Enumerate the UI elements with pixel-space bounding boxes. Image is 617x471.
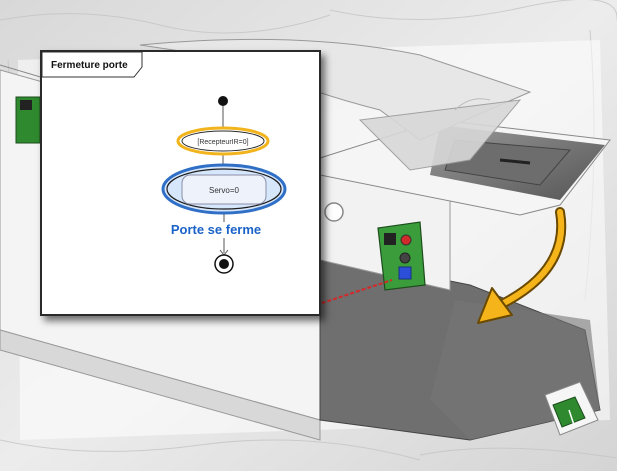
- green-board: [377, 221, 426, 291]
- initial-node-icon: [218, 96, 228, 106]
- diagram-caption: Porte se ferme: [171, 222, 261, 237]
- activity-diagram-panel: Fermeture porte [RecepteurIR=0] Servo=0 …: [40, 50, 321, 316]
- action-label: Servo=0: [209, 186, 240, 195]
- small-board: [544, 381, 599, 436]
- final-node-icon: [214, 254, 234, 274]
- diagram-title-tab: [42, 52, 143, 78]
- ir-beam: [315, 279, 393, 306]
- action-node: [181, 174, 267, 205]
- guard-highlight: [176, 126, 270, 156]
- diagram-title: Fermeture porte: [51, 60, 128, 71]
- curved-arrow-icon: [477, 207, 567, 324]
- guard-condition: [RecepteurIR=0]: [197, 139, 248, 146]
